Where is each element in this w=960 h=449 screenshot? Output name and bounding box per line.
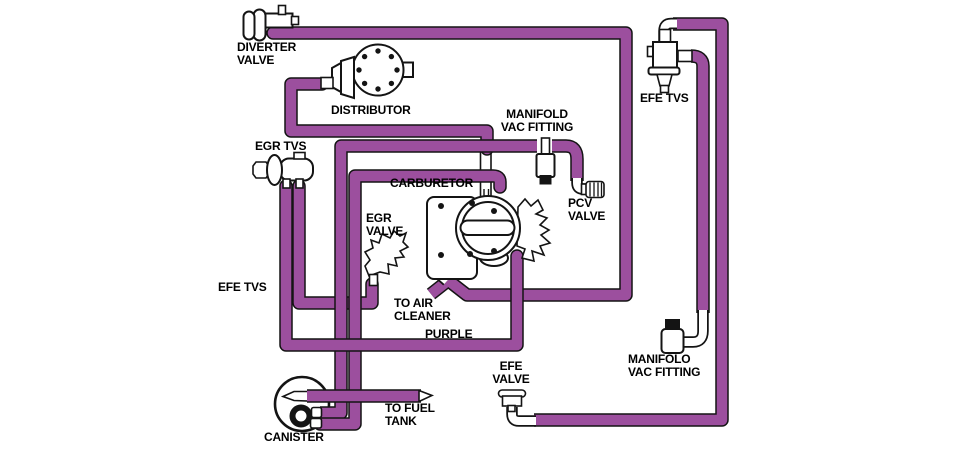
label-manifold-vac-fitting: MANIFOLD VAC FITTING (500, 107, 574, 134)
egr-valve-stem (368, 273, 379, 287)
efe-valve-stem (507, 404, 516, 413)
label-efe-valve: EFE VALVE (492, 359, 530, 386)
carburetor-throttle-linkage (516, 197, 552, 263)
label-purple: PURPLE (425, 327, 473, 341)
diverter-side-nub (290, 15, 300, 26)
label-to-fuel-tank: TO FUEL TANK (385, 401, 435, 428)
hose-efe-valve (534, 18, 728, 426)
efe-tvs-bottom-tab (659, 84, 670, 94)
egr-valve-device (363, 229, 410, 287)
label-diverter-valve: DIVERTER VALVE (237, 40, 297, 67)
manifolo-vac-fitting-device (660, 310, 709, 354)
egr-valve-body (363, 229, 410, 278)
label-egr-valve: EGR VALVE (366, 211, 404, 238)
label-to-air-cleaner: TO AIR CLEANER (394, 296, 451, 323)
manifold-fitting-body (535, 153, 556, 178)
efe-tvs-base-cone (655, 73, 674, 87)
efe-valve-device (497, 389, 536, 427)
diverter-valve-device (242, 4, 300, 42)
hose-manifolo (690, 50, 709, 313)
egr-tvs-port-right (295, 178, 304, 189)
pcv-valve-device (571, 177, 605, 199)
canister-inner-ring (289, 404, 313, 428)
fuel-tank-hose-tip (418, 389, 435, 403)
carburetor-choke-plate (459, 219, 516, 236)
manifolo-fitting-body (660, 328, 685, 354)
canister-middle-port (310, 406, 323, 419)
egr-tvs-flange (266, 154, 283, 186)
efe-valve-body (501, 395, 523, 407)
manifold-vac-fitting-device (535, 137, 556, 185)
label-efe-tvs-left: EFE TVS (218, 280, 267, 294)
label-manifolo-vac-fitting: MANIFOLO VAC FITTING (628, 352, 701, 379)
efe-tvs-side-stub (677, 49, 693, 63)
vacuum-advance-fitting (320, 76, 334, 90)
diverter-body (263, 12, 294, 29)
label-egr-tvs: EGR TVS (255, 139, 307, 153)
efe-tvs-flange (647, 66, 681, 76)
distributor-device (320, 43, 414, 100)
hose-purple-line (280, 180, 523, 351)
efe-tvs-device (646, 17, 693, 94)
label-pcv-valve: PCV VALVE (568, 196, 606, 223)
egr-tvs-top-tab (293, 151, 306, 160)
diverter-top-stub (277, 4, 287, 16)
label-distributor: DISTRIBUTOR (331, 103, 411, 117)
efe-valve-elbow (508, 407, 536, 425)
hose-diverter (267, 27, 632, 301)
manifold-fitting-base (539, 175, 552, 185)
manifolo-fitting-elbow (683, 310, 707, 346)
hose-canister-manifold (320, 140, 537, 419)
hose-pcv (552, 140, 583, 181)
carburetor-device (426, 189, 552, 280)
hoses (266, 17, 729, 431)
egr-tvs-port-left (282, 178, 291, 189)
diverter-capsule-back (242, 10, 256, 41)
hose-canister-carb (314, 170, 506, 430)
vacuum-advance-outer (340, 55, 355, 100)
hose-distributor (285, 78, 493, 155)
egr-tvs-body (279, 157, 314, 182)
efe-tvs-body (652, 41, 678, 70)
label-canister: CANISTER (264, 430, 324, 444)
label-efe-tvs-top: EFE TVS (640, 91, 689, 105)
egr-tvs-device (252, 151, 314, 189)
canister-bottom-port (309, 417, 323, 429)
label-carburetor: CARBURETOR (390, 176, 474, 190)
